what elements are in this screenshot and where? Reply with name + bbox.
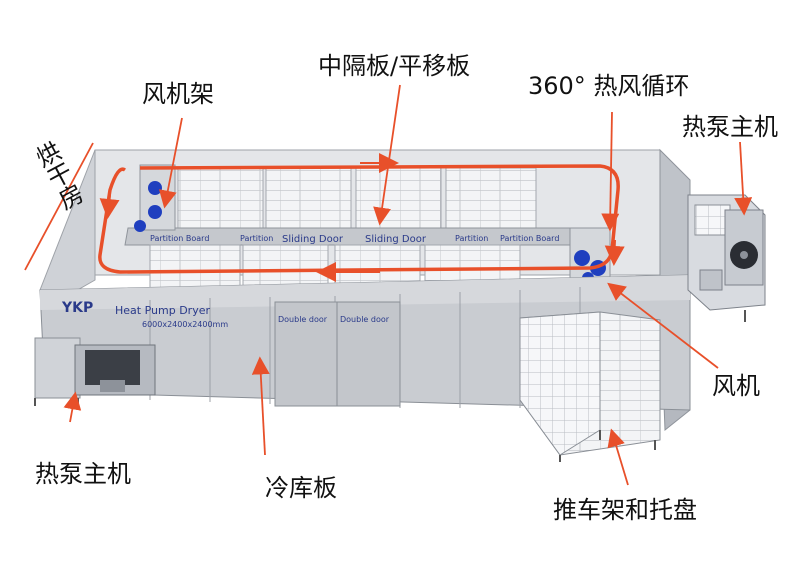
machine-branding: YKP Heat Pump Dryer 6000x2400x2400mm [61, 300, 228, 329]
double-doors: Double door Double door [274, 301, 401, 407]
label-cold-panel: 冷库板 [265, 474, 337, 502]
fan-rack-right [569, 227, 611, 284]
partition-label: Partition Board [500, 234, 559, 243]
upper-racks [177, 167, 537, 229]
fan-icon [574, 250, 590, 266]
partition-labels: Partition Board Partition Sliding Door S… [150, 234, 559, 245]
label-fan: 风机 [712, 372, 760, 400]
heat-pump-left [34, 337, 156, 406]
machine-name: Heat Pump Dryer [115, 304, 210, 317]
partition-label: Partition [240, 234, 273, 243]
machine-size: 6000x2400x2400mm [142, 320, 228, 329]
fan-rack-left [134, 164, 176, 232]
partition-label: Partition [455, 234, 488, 243]
front-wall-shade [40, 275, 690, 310]
label-heat-pump-left: 热泵主机 [35, 460, 131, 488]
label-hot-air: 360° 热风循环 [528, 72, 690, 100]
sliding-door-label: Sliding Door [282, 234, 344, 245]
trolley-rack [519, 311, 661, 462]
label-fan-rack: 风机架 [142, 80, 214, 108]
fan-icon [148, 205, 162, 219]
fan-icon [134, 220, 146, 232]
label-trolley: 推车架和托盘 [553, 496, 697, 524]
partition-label: Partition Board [150, 234, 209, 243]
sliding-door-label: Sliding Door [365, 234, 427, 245]
label-heat-pump-right: 热泵主机 [682, 113, 778, 141]
label-partition: 中隔板/平移板 [318, 52, 471, 80]
heat-pump-right [687, 194, 766, 322]
leader-lines [24, 84, 753, 486]
door-label: Double door [278, 315, 328, 324]
door-label: Double door [340, 315, 390, 324]
fan-icon [148, 181, 162, 195]
brand-logo: YKP [61, 300, 93, 316]
